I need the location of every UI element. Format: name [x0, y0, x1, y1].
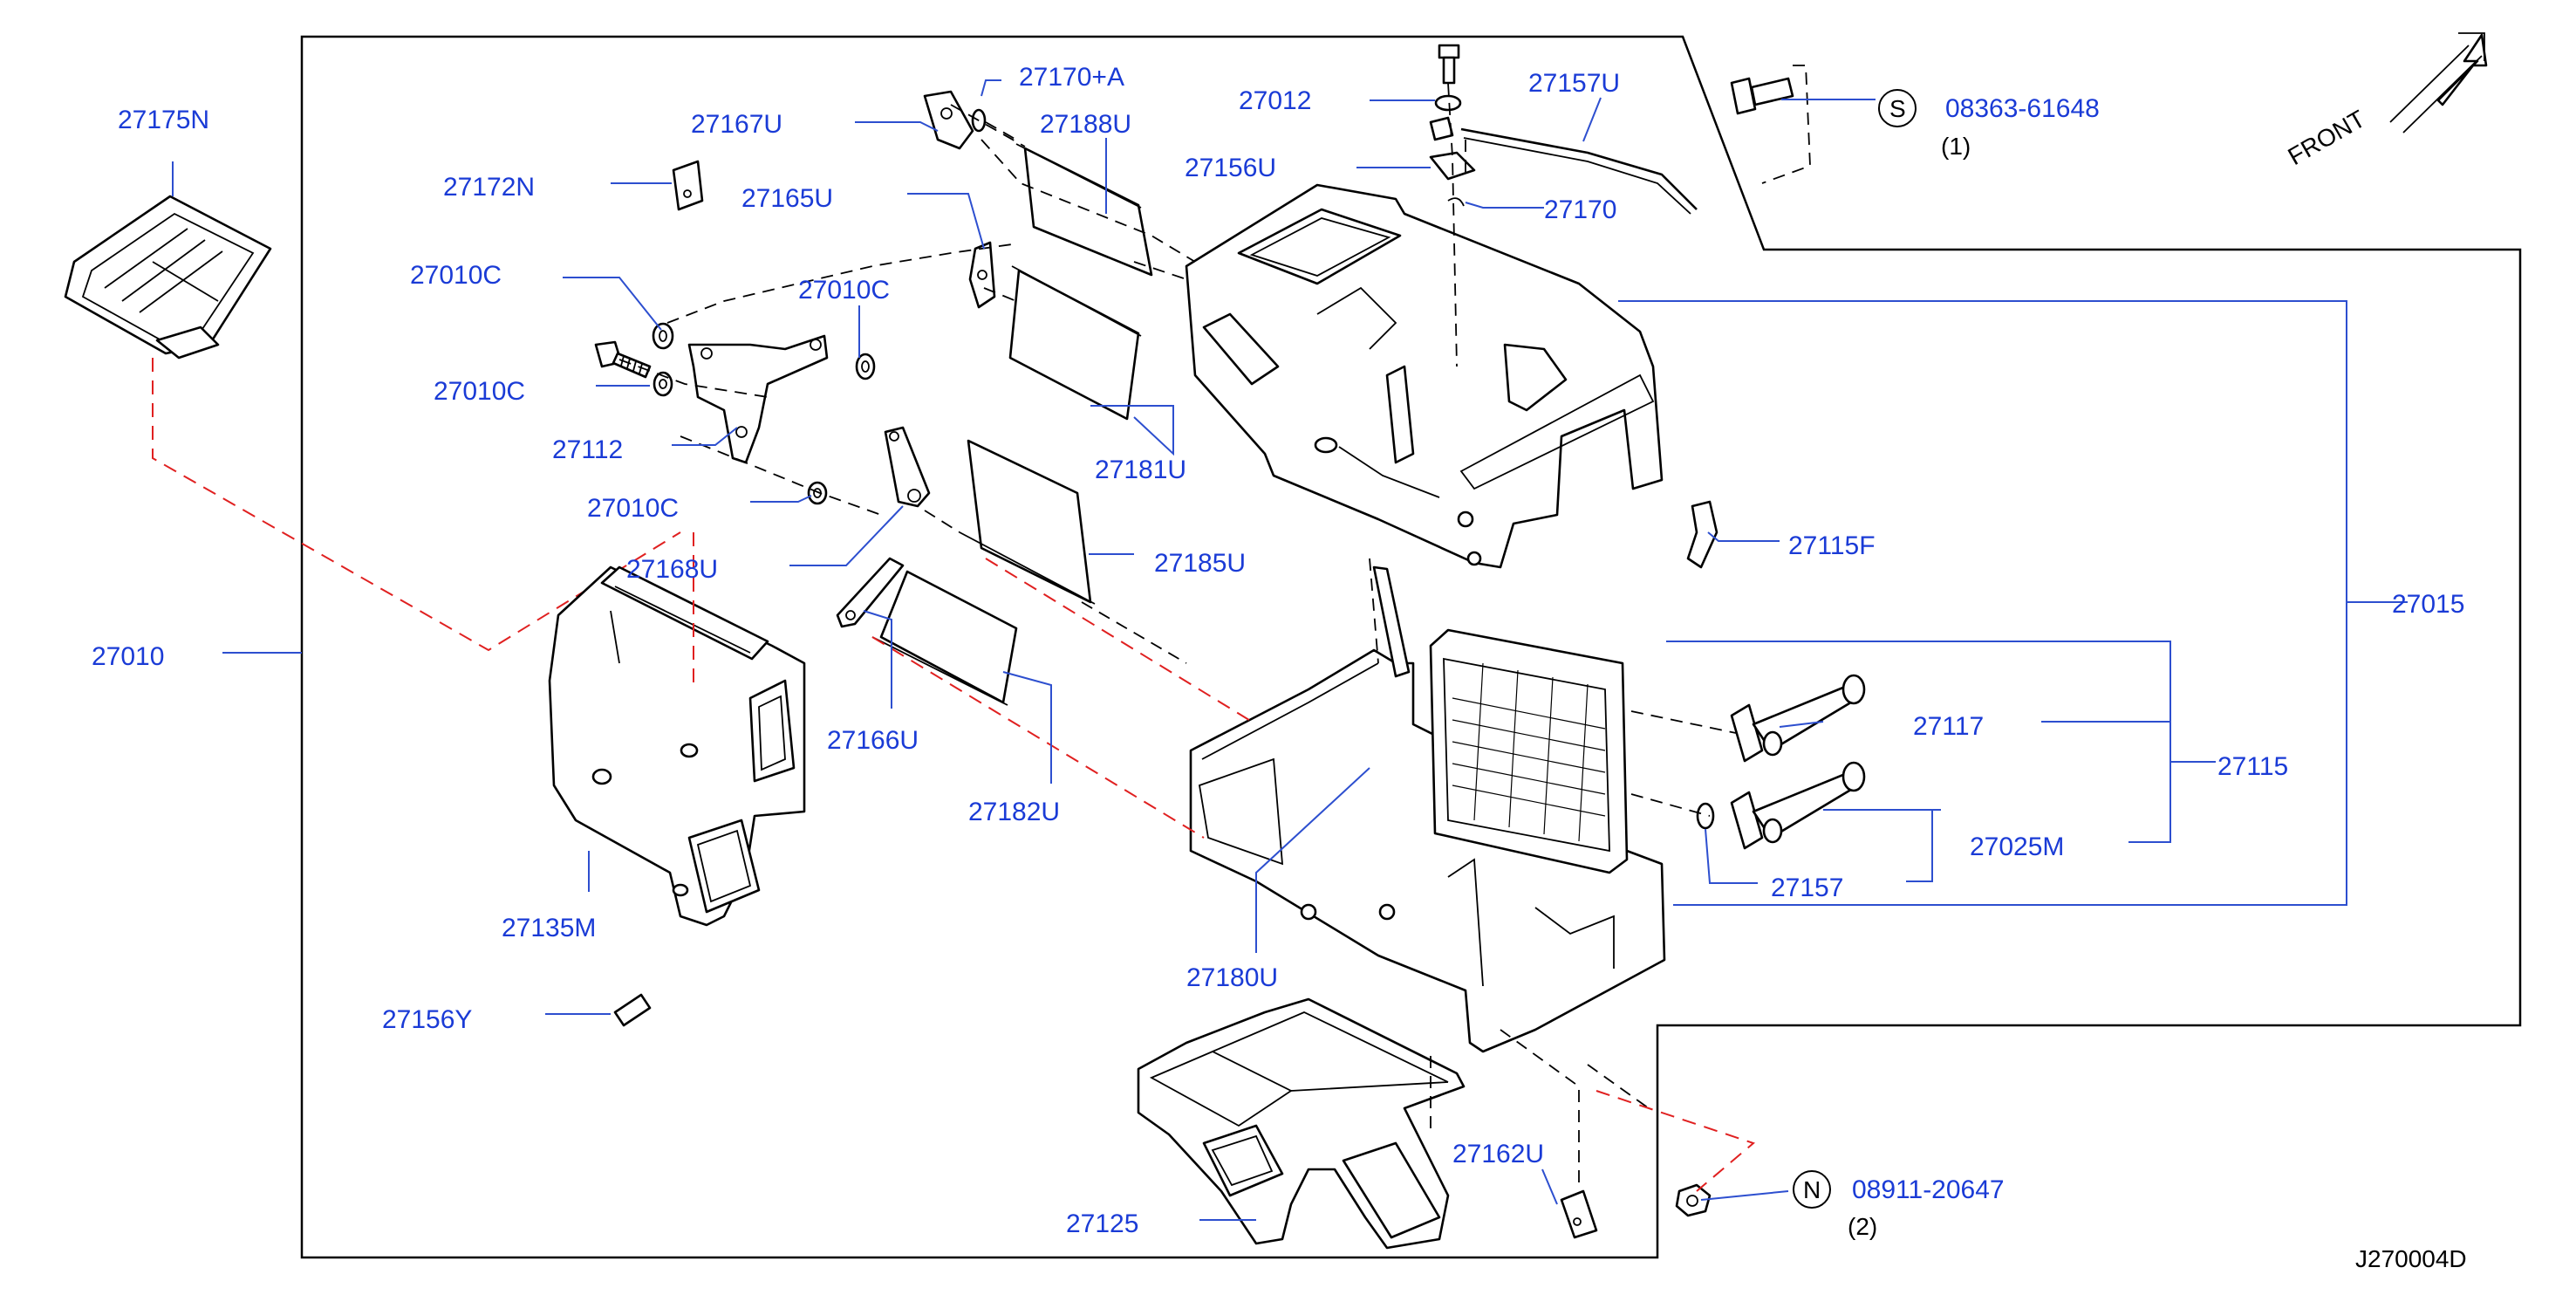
- lower-case-27125: [1137, 997, 1466, 1250]
- link-27170A: [923, 90, 987, 150]
- label-08911-20647: 08911-20647: [1852, 1175, 2005, 1204]
- upper-housing: [1185, 183, 1664, 569]
- door-27181U: [1008, 265, 1142, 421]
- label-27172N: 27172N: [443, 173, 535, 202]
- washer-icon: [652, 322, 876, 505]
- heater-core: [1429, 628, 1629, 874]
- lever-27165U: [968, 241, 996, 309]
- label-27157U: 27157U: [1528, 69, 1620, 98]
- door-27182U: [871, 570, 1018, 706]
- leader-lines: [172, 79, 2408, 1221]
- grille-27175N: [64, 195, 272, 360]
- label-27170: 27170: [1544, 195, 1616, 224]
- label-27115F: 27115F: [1788, 531, 1876, 560]
- assembly-frame: [300, 35, 2522, 1259]
- screw-27012: [1434, 44, 1462, 112]
- blower-housing-27135M: [548, 565, 806, 927]
- rod-27157U-edge: [1463, 137, 1691, 215]
- qty-08363-61648: (1): [1941, 133, 1971, 160]
- label-27175N: 27175N: [118, 106, 209, 134]
- nut-08911-20647: [1675, 1183, 1712, 1217]
- s-symbol-circle: [1878, 89, 1917, 127]
- door-27185U: [959, 439, 1096, 605]
- label-27010C-1: 27010C: [410, 261, 502, 290]
- clip-27170: [1447, 197, 1465, 207]
- label-27181U: 27181U: [1095, 456, 1186, 484]
- clip-27156Y: [613, 993, 652, 1027]
- label-27010C-3: 27010C: [434, 377, 525, 406]
- reference-red-dashes: [871, 558, 1756, 1192]
- front-label: FRONT: [2284, 105, 2370, 170]
- label-27010C-2: 27010C: [798, 276, 890, 305]
- link-27166U: [836, 557, 905, 628]
- label-08363-61648: 08363-61648: [1945, 94, 2100, 123]
- label-27167U: 27167U: [691, 110, 782, 139]
- label-27182U: 27182U: [968, 798, 1060, 826]
- rod-27157U: [1460, 127, 1698, 210]
- label-27162U: 27162U: [1452, 1140, 1544, 1168]
- label-27015: 27015: [2392, 590, 2464, 619]
- door-27188U: [1015, 143, 1153, 277]
- label-27156U: 27156U: [1185, 154, 1276, 182]
- label-27185U: 27185U: [1154, 549, 1246, 578]
- label-27025M: 27025M: [1970, 832, 2064, 861]
- label-27012: 27012: [1239, 86, 1311, 115]
- screw-08363-61648: [1730, 77, 1794, 115]
- label-27156Y: 27156Y: [382, 1005, 472, 1034]
- front-arrow-icon: [2389, 32, 2488, 134]
- connection-dashes: [618, 65, 1811, 1187]
- label-27115: 27115: [2217, 752, 2288, 781]
- label-27166U: 27166U: [827, 726, 919, 755]
- bracket-27172N: [672, 160, 704, 211]
- label-27010: 27010: [92, 642, 164, 671]
- pipe-27117: [1730, 674, 1866, 763]
- label-27135M: 27135M: [502, 914, 596, 942]
- pipe-27157: [1696, 761, 1866, 850]
- label-27165U: 27165U: [741, 184, 833, 213]
- clip-27115F: [1686, 500, 1718, 569]
- label-27168U: 27168U: [626, 555, 718, 584]
- s-symbol-letter: S: [1889, 95, 1906, 122]
- diagram-code: J270004D: [2355, 1245, 2467, 1272]
- clip-27162U: [1560, 1189, 1598, 1239]
- arm-27168U: [884, 426, 931, 508]
- label-27112: 27112: [552, 435, 623, 464]
- n-symbol-circle: [1793, 1170, 1831, 1209]
- label-27180U: 27180U: [1186, 963, 1278, 992]
- bolt-icon: [594, 340, 652, 379]
- n-symbol-letter: N: [1803, 1176, 1821, 1203]
- label-27188U: 27188U: [1040, 110, 1131, 139]
- label-27010C-4: 27010C: [587, 494, 679, 523]
- bracket-27112: [687, 334, 829, 464]
- label-27157: 27157: [1771, 874, 1843, 902]
- label-27170A: 27170+A: [1019, 63, 1124, 92]
- qty-08911-20647: (2): [1848, 1213, 1877, 1240]
- label-27125: 27125: [1066, 1209, 1138, 1238]
- label-27117: 27117: [1913, 712, 1984, 741]
